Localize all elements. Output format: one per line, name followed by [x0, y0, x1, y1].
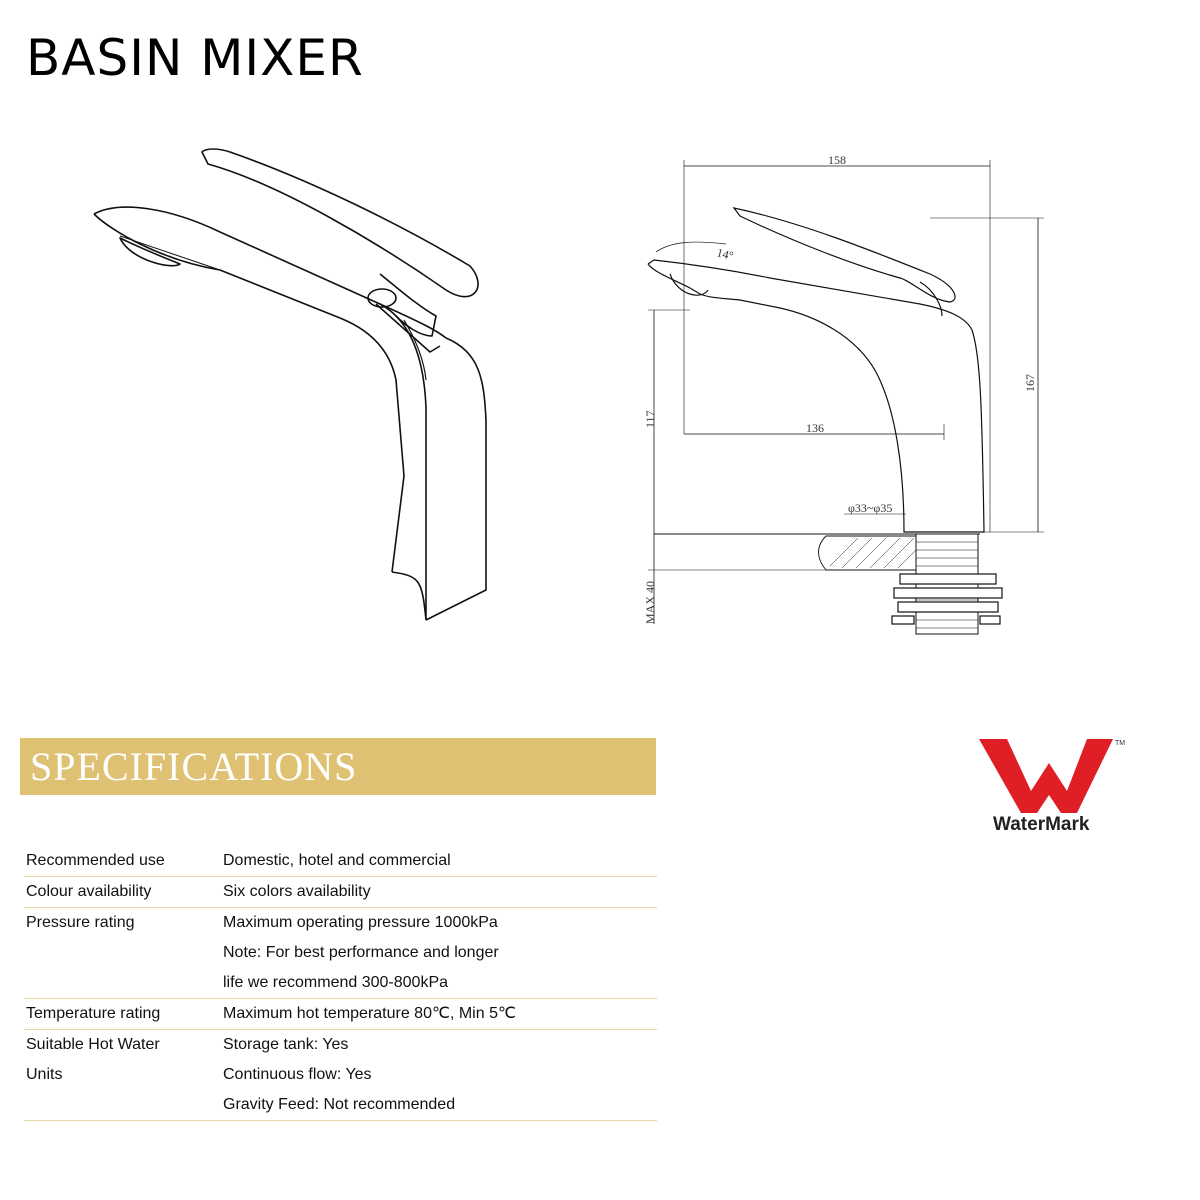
spec-value: Gravity Feed: Not recommended: [223, 1096, 456, 1113]
page-title: BASIN MIXER: [26, 29, 364, 87]
dim-spout-height-label: 117: [643, 410, 657, 428]
spec-row-pressure: Pressure rating Maximum operating pressu…: [24, 908, 657, 999]
spec-row-recommended-use: Recommended use Domestic, hotel and comm…: [24, 846, 657, 877]
spec-value: Six colors availability: [223, 883, 371, 900]
spec-value: Note: For best performance and longer: [223, 944, 499, 961]
specifications-heading: SPECIFICATIONS: [30, 744, 358, 789]
spec-value: Domestic, hotel and commercial: [223, 852, 451, 869]
dim-height-label: 167: [1023, 374, 1037, 392]
spec-row-colour: Colour availability Six colors availabil…: [24, 877, 657, 908]
spec-label: Recommended use: [26, 852, 165, 869]
spec-value: Continuous flow: Yes: [223, 1066, 372, 1083]
spec-row-temperature: Temperature rating Maximum hot temperatu…: [24, 999, 657, 1030]
watermark-trademark: TM: [1115, 740, 1125, 747]
isometric-product-drawing: [93, 148, 487, 621]
spec-label: Suitable Hot Water: [26, 1036, 160, 1053]
spec-row-hot-water-units: Suitable Hot Water Storage tank: Yes Uni…: [24, 1030, 657, 1121]
spec-label: Pressure rating: [26, 914, 135, 931]
dim-width-label: 158: [828, 153, 846, 167]
side-elevation-drawing: 158 167 117 136 14° φ33~φ35 MAX 40: [643, 153, 1044, 635]
spec-label-continued: Units: [26, 1066, 63, 1083]
spec-label: Colour availability: [26, 883, 152, 900]
dim-hole-label: φ33~φ35: [848, 501, 892, 515]
dim-reach-label: 136: [806, 421, 824, 435]
spec-value: Maximum hot temperature 80℃, Min 5℃: [223, 1005, 516, 1022]
dim-angle-label: 14°: [715, 245, 735, 263]
dim-max-label: MAX 40: [643, 581, 657, 624]
watermark-logo-icon: TM: [979, 739, 1125, 813]
specifications-banner: SPECIFICATIONS: [20, 738, 656, 795]
spec-label: Temperature rating: [26, 1005, 161, 1022]
spec-value: life we recommend 300-800kPa: [223, 974, 449, 991]
spec-value: Maximum operating pressure 1000kPa: [223, 914, 498, 931]
watermark-label: WaterMark: [993, 814, 1090, 835]
specifications-table: Recommended use Domestic, hotel and comm…: [24, 846, 657, 1121]
spec-value: Storage tank: Yes: [223, 1036, 349, 1053]
